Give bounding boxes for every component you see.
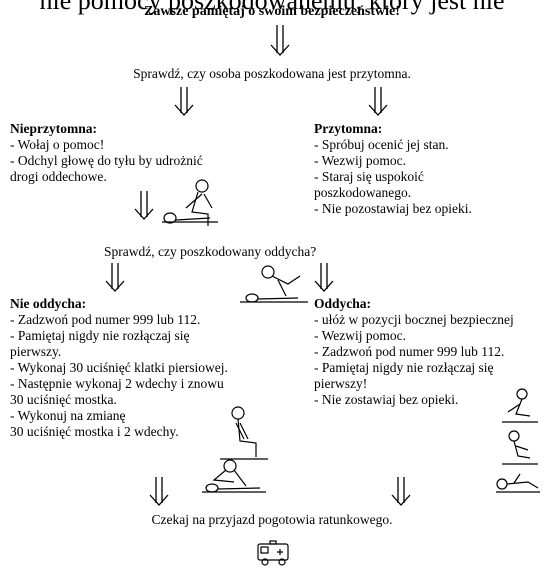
unconscious-line: - Odchyl głowę do tyłu by udrożnić bbox=[10, 153, 203, 168]
double-down-arrow-icon bbox=[134, 191, 154, 220]
breathing-line: - Zadzwoń pod numer 999 lub 112. bbox=[314, 344, 505, 359]
breathing-heading: Oddycha: bbox=[314, 296, 372, 311]
unconscious-line: - Wołaj o pomoc! bbox=[10, 137, 105, 152]
chest-compression-figure-icon bbox=[220, 406, 268, 460]
breathing-line: - Nie zostawiaj bez opieki. bbox=[314, 392, 459, 407]
double-down-arrow-icon bbox=[149, 477, 169, 506]
check-conscious-step: Sprawdź, czy osoba poszkodowana jest prz… bbox=[133, 66, 411, 81]
rescue-breath-figure-icon bbox=[202, 459, 266, 493]
not-breathing-section: Nie oddycha: - Zadzwoń pod numer 999 lub… bbox=[10, 296, 228, 440]
not-breathing-line: pierwszy. bbox=[10, 344, 62, 359]
recovery-position-step-icon bbox=[502, 388, 538, 423]
ambulance-icon bbox=[257, 540, 289, 566]
not-breathing-line: - Zadzwoń pod numer 999 lub 112. bbox=[10, 312, 201, 327]
head-tilt-rescuer-icon bbox=[162, 179, 218, 226]
conscious-section: Przytomna: - Spróbuj ocenić jej stan. - … bbox=[314, 121, 472, 217]
not-breathing-line: - Pamiętaj nigdy nie rozłączaj się bbox=[10, 328, 190, 343]
conscious-line: - Spróbuj ocenić jej stan. bbox=[314, 137, 449, 152]
not-breathing-line: - Następnie wykonaj 2 wdechy i znowu bbox=[10, 376, 224, 391]
unconscious-section: Nieprzytomna: - Wołaj o pomoc! - Odchyl … bbox=[10, 121, 203, 185]
double-down-arrow-icon bbox=[314, 263, 334, 292]
conscious-line: - Nie pozostawiaj bez opieki. bbox=[314, 201, 472, 216]
conscious-line: - Wezwij pomoc. bbox=[314, 153, 407, 168]
recovery-position-step-icon bbox=[502, 430, 538, 465]
not-breathing-line: 30 uciśnięć mostka. bbox=[10, 392, 117, 407]
breathing-line: pierwszy! bbox=[314, 376, 368, 391]
unconscious-line: drogi oddechowe. bbox=[10, 169, 107, 184]
check-breathing-figure-icon bbox=[240, 265, 308, 303]
recovery-position-lying-icon bbox=[496, 473, 540, 493]
conscious-heading: Przytomna: bbox=[314, 121, 383, 136]
not-breathing-line: 30 uciśnięć mostka i 2 wdechy. bbox=[10, 424, 179, 439]
not-breathing-line: - Wykonaj 30 uciśnięć klatki piersiowej. bbox=[10, 360, 228, 375]
double-down-arrow-icon bbox=[105, 263, 125, 292]
double-down-arrow-icon bbox=[368, 87, 388, 116]
conscious-line: poszkodowanego. bbox=[314, 185, 412, 200]
unconscious-heading: Nieprzytomna: bbox=[10, 121, 97, 136]
breathing-line: - Wezwij pomoc. bbox=[314, 328, 407, 343]
breathing-line: - ułóż w pozycji bocznej bezpiecznej bbox=[314, 312, 514, 327]
check-breathing-step: Sprawdź, czy poszkodowany oddycha? bbox=[104, 244, 317, 259]
cut-off-title: nie pomocy poszkodowanemu, który jest ni… bbox=[39, 0, 505, 15]
wait-for-ambulance-step: Czekaj na przyjazd pogotowia ratunkowego… bbox=[151, 512, 393, 527]
not-breathing-heading: Nie oddycha: bbox=[10, 296, 87, 311]
double-down-arrow-icon bbox=[174, 87, 194, 116]
conscious-line: - Staraj się uspokoić bbox=[314, 169, 424, 184]
safety-reminder: Zawsze pamiętaj o swoim bezpieczeństwie! bbox=[144, 4, 400, 19]
breathing-section: Oddycha: - ułóż w pozycji bocznej bezpie… bbox=[314, 296, 514, 408]
breathing-line: - Pamiętaj nigdy nie rozłączaj się bbox=[314, 360, 494, 375]
double-down-arrow-icon bbox=[391, 477, 411, 506]
not-breathing-line: - Wykonuj na zmianę bbox=[10, 408, 126, 423]
double-down-arrow-icon bbox=[270, 25, 290, 56]
